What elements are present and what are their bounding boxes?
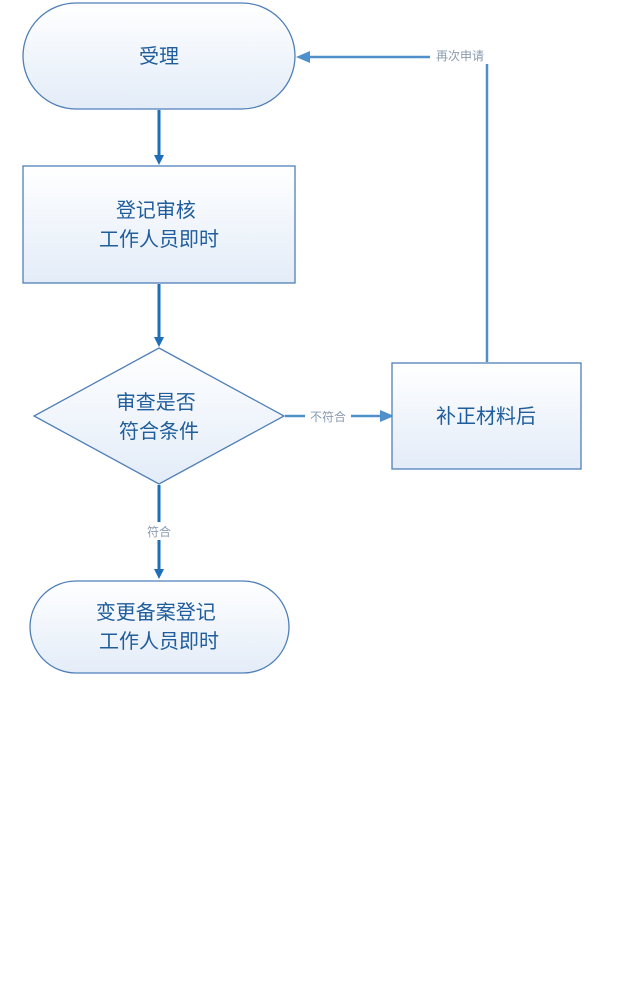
node-review-line-1: 审查是否 bbox=[116, 390, 196, 414]
node-change-line-2: 工作人员即时 bbox=[99, 629, 219, 653]
node-accept-shape bbox=[22, 2, 296, 110]
node-change-label: 变更备案登记 工作人员即时 bbox=[96, 600, 222, 653]
node-review-label: 审查是否 符合条件 bbox=[116, 390, 202, 443]
node-change-line-1: 变更备案登记 bbox=[96, 600, 216, 624]
edge-label-reapply: 再次申请 bbox=[436, 49, 484, 63]
node-accept: 受理 bbox=[22, 2, 296, 110]
edge-label-match: 符合 bbox=[147, 524, 171, 539]
node-register-label: 登记审核 工作人员即时 bbox=[99, 198, 219, 251]
node-register-line-2: 工作人员即时 bbox=[99, 227, 219, 251]
node-change: 变更备案登记 工作人员即时 bbox=[29, 580, 290, 674]
node-register: 登记审核 工作人员即时 bbox=[22, 165, 296, 284]
node-review-line-2: 符合条件 bbox=[119, 419, 199, 443]
node-review-shape bbox=[32, 347, 286, 485]
node-accept-label: 受理 bbox=[139, 44, 179, 68]
edge-label-not-match: 不符合 bbox=[310, 409, 346, 424]
node-supplement-label: 补正材料后 bbox=[436, 404, 536, 428]
node-supplement-shape bbox=[391, 362, 582, 470]
edge-supplement-to-accept bbox=[296, 51, 489, 362]
node-change-shape bbox=[29, 580, 290, 674]
node-register-shape bbox=[22, 165, 296, 284]
node-supplement-line-1: 补正材料后 bbox=[436, 404, 536, 428]
node-register-line-1: 登记审核 bbox=[116, 198, 196, 222]
node-review: 审查是否 符合条件 bbox=[32, 347, 286, 485]
node-accept-line-1: 受理 bbox=[139, 44, 179, 68]
node-supplement: 补正材料后 bbox=[391, 362, 582, 470]
